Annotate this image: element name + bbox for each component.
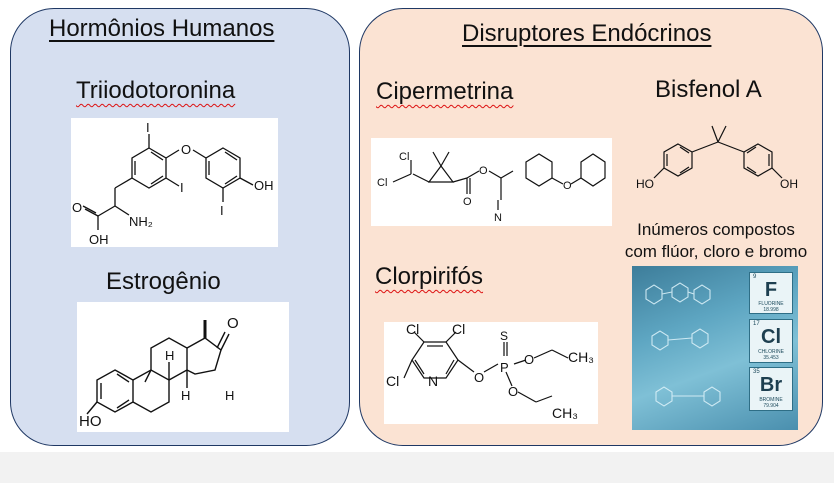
carbonyl-oxygen-atom: O: [72, 200, 82, 215]
carbonyl-oxygen-atom: O: [463, 196, 472, 208]
chlorpyrifos-structure: Cl Cl Cl N O P S O O CH₃ CH₃: [384, 322, 598, 424]
ethoxy-oxygen-1: O: [524, 352, 534, 367]
chlorine-tile: 17 Cl CHLORINE 35.453: [749, 319, 793, 363]
nitrile-nitrogen-atom: N: [494, 212, 502, 224]
bisphenol-a-structure: HO OH: [634, 122, 804, 194]
ether-oxygen-atom: O: [563, 180, 572, 192]
slide: Hormônios Humanos Triiodotoronina: [0, 0, 834, 452]
bisphenol-hydroxyl-left: HO: [636, 177, 654, 191]
ether-oxygen-atom: O: [181, 142, 191, 157]
hydroxyl-atom: OH: [254, 178, 274, 193]
hydrogen-atom-1: H: [165, 348, 174, 363]
chlorine-atom-1: Cl: [399, 151, 409, 163]
bisphenol-a-label: Bisfenol A: [655, 76, 762, 103]
chlorine-number: 17: [753, 321, 760, 327]
fluorine-tile: 9 F FLUORINE 18.998: [749, 272, 793, 314]
bromine-symbol: Br: [759, 374, 783, 396]
hydroxyl-group: HO: [79, 413, 102, 430]
bromine-tile: 35 Br BROMINE 79.904: [749, 367, 793, 411]
halogens-illustration: 9 F FLUORINE 18.998 17 Cl CHLORINE 35.45…: [632, 266, 798, 430]
chlorpyrifos-label: Clorpirifós: [375, 263, 484, 290]
halogenated-compounds-note: Inúmeros compostos com flúor, cloro e br…: [612, 219, 820, 263]
human-hormones-title: Hormônios Humanos: [49, 15, 275, 42]
chlorine-mass: 35.453: [763, 355, 779, 361]
chlorine-atom-1: Cl: [406, 322, 419, 337]
cypermethrin-structure: Cl Cl O O N O: [371, 138, 612, 226]
fluorine-name: FLUORINE: [758, 301, 784, 307]
ester-oxygen-atom: O: [479, 165, 488, 177]
bromine-number: 35: [753, 369, 760, 375]
bromine-mass: 79.904: [763, 403, 779, 409]
fluorine-symbol: F: [764, 279, 778, 301]
iodine-low-atom: I: [220, 203, 224, 218]
chlorine-name: CHLORINE: [758, 349, 784, 355]
bisphenol-hydroxyl-right: OH: [780, 177, 798, 191]
fluorine-mass: 18.998: [763, 307, 779, 313]
ketone-oxygen-atom: O: [227, 315, 239, 332]
sulfur-atom: S: [500, 329, 508, 343]
chlorine-symbol: Cl: [761, 326, 781, 348]
amine-group: NH₂: [129, 214, 153, 229]
pyridine-nitrogen-atom: N: [428, 373, 438, 389]
methyl-group-1: CH₃: [568, 349, 594, 365]
chlorine-atom-2: Cl: [452, 322, 465, 337]
triiodothyronine-label: Triiodotoronina: [76, 77, 236, 104]
linking-oxygen-atom: O: [474, 370, 484, 385]
halogenated-note-line-2: com flúor, cloro e bromo: [624, 242, 808, 261]
methyl-group-2: CH₃: [552, 405, 578, 421]
fluorine-number: 9: [753, 274, 757, 280]
iodine-mid-atom: I: [180, 180, 184, 195]
ethoxy-oxygen-2: O: [508, 384, 518, 399]
hydrogen-atom-3: H: [225, 388, 234, 403]
endocrine-disruptors-title: Disruptores Endócrinos: [462, 20, 712, 47]
cypermethrin-label: Cipermetrina: [376, 78, 514, 105]
estrogen-structure: O H H H HO: [77, 302, 289, 432]
phosphorus-atom: P: [500, 360, 509, 375]
chlorine-atom-2: Cl: [377, 177, 387, 189]
chlorine-atom-3: Cl: [386, 373, 399, 389]
acid-hydroxyl-atom: OH: [89, 232, 109, 247]
hydrogen-atom-2: H: [181, 388, 190, 403]
triiodothyronine-structure: I I I O OH O NH₂ OH: [71, 118, 278, 247]
iodine-top-atom: I: [146, 120, 150, 135]
halogenated-note-line-1: Inúmeros compostos: [637, 220, 795, 239]
estrogen-label: Estrogênio: [106, 268, 221, 295]
bromine-name: BROMINE: [759, 397, 783, 403]
